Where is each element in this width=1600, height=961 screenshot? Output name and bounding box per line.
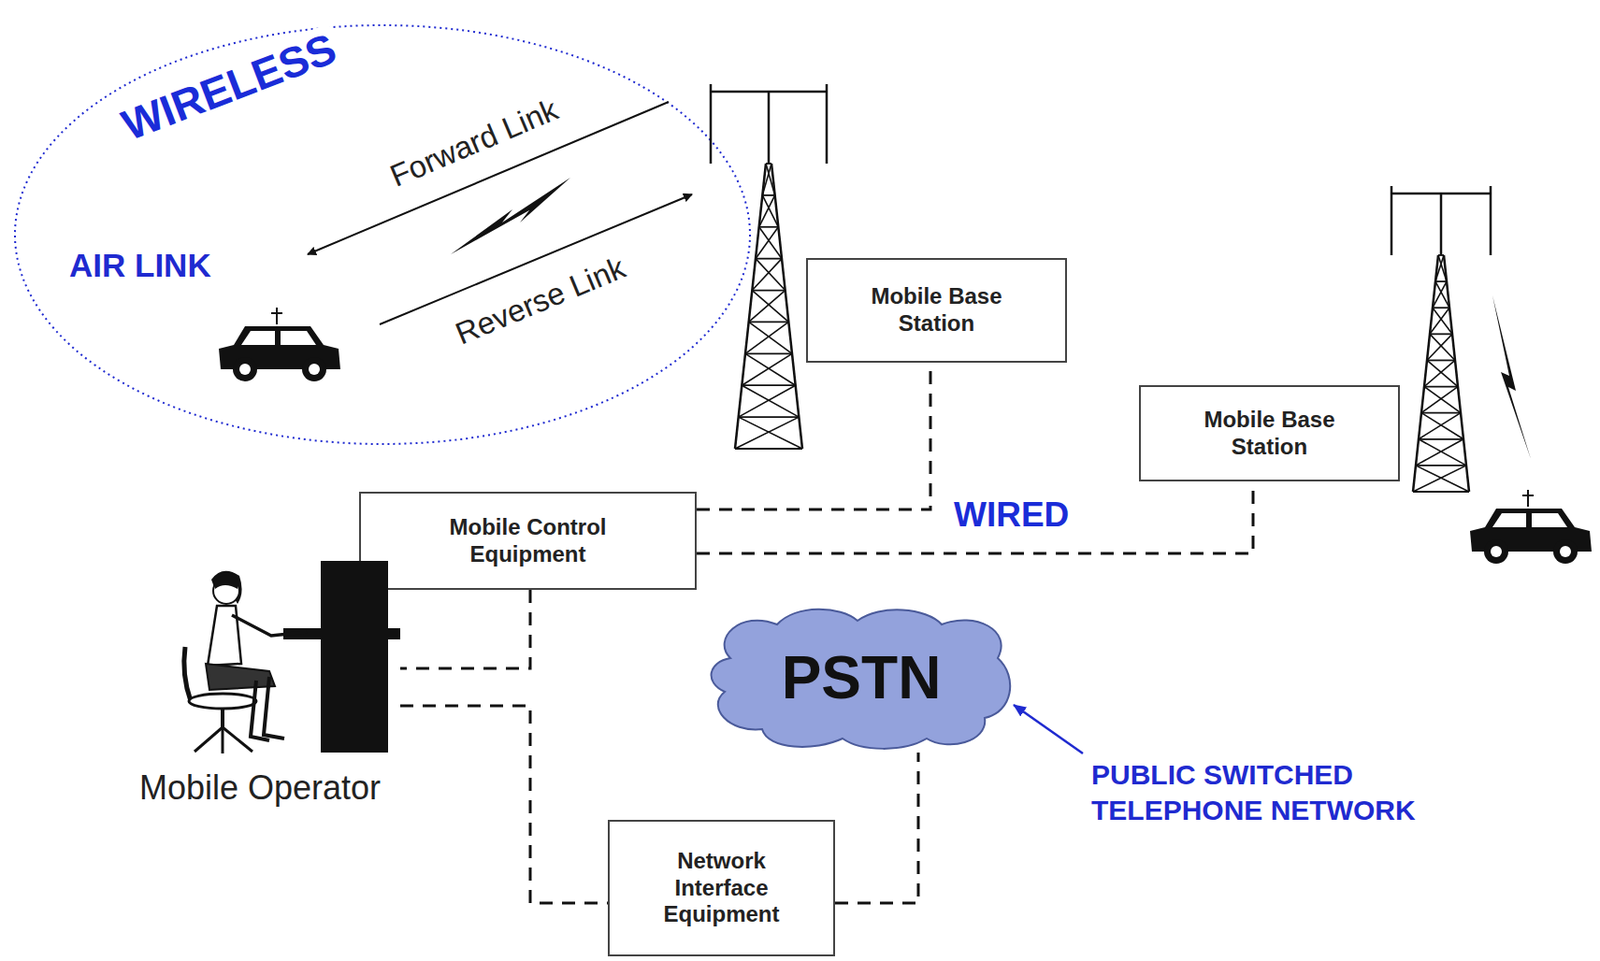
callout-label: PUBLIC SWITCHED TELEPHONE NETWORK — [1091, 757, 1503, 828]
equipment-box: Mobile Control Equipment — [359, 491, 697, 591]
wired-link — [696, 362, 931, 510]
mobile-car — [218, 307, 341, 382]
operator-label: Mobile Operator — [139, 768, 381, 808]
wired-link — [400, 706, 608, 904]
wired-link — [696, 481, 1254, 554]
radio-bolt — [450, 177, 571, 255]
network-cloud: PSTN — [702, 602, 1021, 753]
link-label: Forward Link — [385, 92, 563, 194]
radio-bolt — [1492, 295, 1531, 460]
equipment-box: Network Interface Equipment — [607, 820, 836, 957]
link-label: Reverse Link — [450, 250, 631, 352]
network-name: PSTN — [781, 643, 942, 713]
box-label: Mobile Base Station — [1187, 406, 1352, 462]
mobile-car — [1470, 490, 1592, 564]
region-label: AIR LINK — [69, 247, 212, 285]
antenna-towers — [710, 84, 1491, 492]
region-title: WIRELESS — [112, 23, 346, 151]
wireless-region — [14, 25, 750, 445]
callout-arrow — [1013, 705, 1083, 754]
cloud-outline — [711, 609, 1011, 750]
operator-station: Mobile Operator — [119, 561, 401, 812]
equipment-box: Mobile Base Station — [1138, 385, 1400, 482]
wired-link — [400, 590, 531, 669]
box-label: Mobile Control Equipment — [416, 514, 641, 569]
wired-link — [835, 752, 919, 904]
box-label: Network Interface Equipment — [656, 848, 788, 929]
equipment-box: Mobile Base Station — [806, 258, 1067, 363]
box-label: Mobile Base Station — [854, 283, 1019, 338]
region-label: WIRED — [953, 496, 1069, 535]
